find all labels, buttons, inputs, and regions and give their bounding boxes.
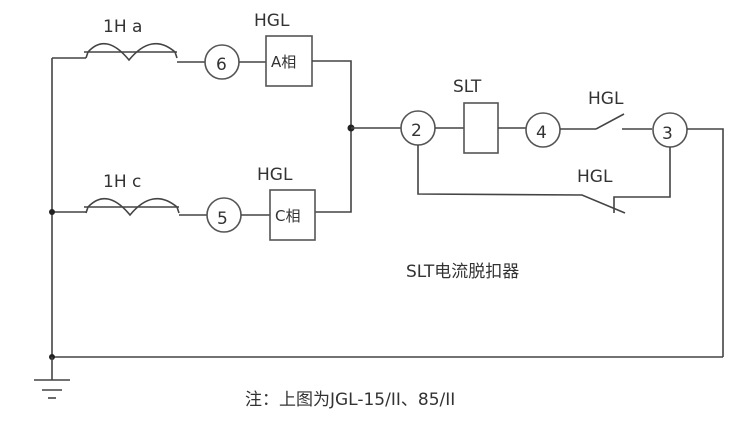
diagram-caption: SLT电流脱扣器 (406, 262, 519, 282)
terminal-3-text: 3 (662, 124, 673, 144)
coil-a-label: 1H a (103, 17, 142, 37)
trip-circuit: 2 SLT 4 HGL 3 HGL (347, 77, 724, 357)
branch-a: 1H a 6 A相 HGL (52, 11, 352, 213)
coil-1h-c (84, 197, 180, 217)
relay-c-box (269, 189, 316, 241)
branch-c: 1H c 5 C相 HGL (49, 165, 316, 241)
relay-a-title: HGL (254, 11, 290, 31)
slt-trip-coil (463, 102, 499, 154)
coil-c-label: 1H c (103, 172, 141, 192)
terminal-2-label: 2 (411, 121, 422, 141)
relay-c-phase: C相 (275, 207, 300, 225)
diagram-note: 注：上图为JGL-15/II、85/II (245, 390, 455, 410)
relay-right-bus (312, 60, 352, 213)
relay-c-title: HGL (257, 165, 293, 185)
contact-nc-label: HGL (577, 167, 613, 187)
terminal-4 (525, 112, 561, 148)
junction-dot (49, 209, 55, 215)
right-return-wire (687, 128, 724, 357)
ground-icon (34, 357, 70, 399)
hgl-normally-closed-contact (417, 145, 671, 214)
hgl-normally-open-contact (560, 113, 652, 130)
terminal-4-label: 4 (536, 123, 547, 143)
relay-a-box (265, 35, 313, 87)
terminal-5-label: 5 (217, 209, 228, 229)
slt-label: SLT (453, 77, 482, 97)
terminal-6-label: 6 (216, 55, 227, 75)
relay-a-phase: A相 (271, 53, 296, 71)
coil-1h-a (84, 42, 178, 62)
contact-no-label: HGL (588, 89, 624, 109)
